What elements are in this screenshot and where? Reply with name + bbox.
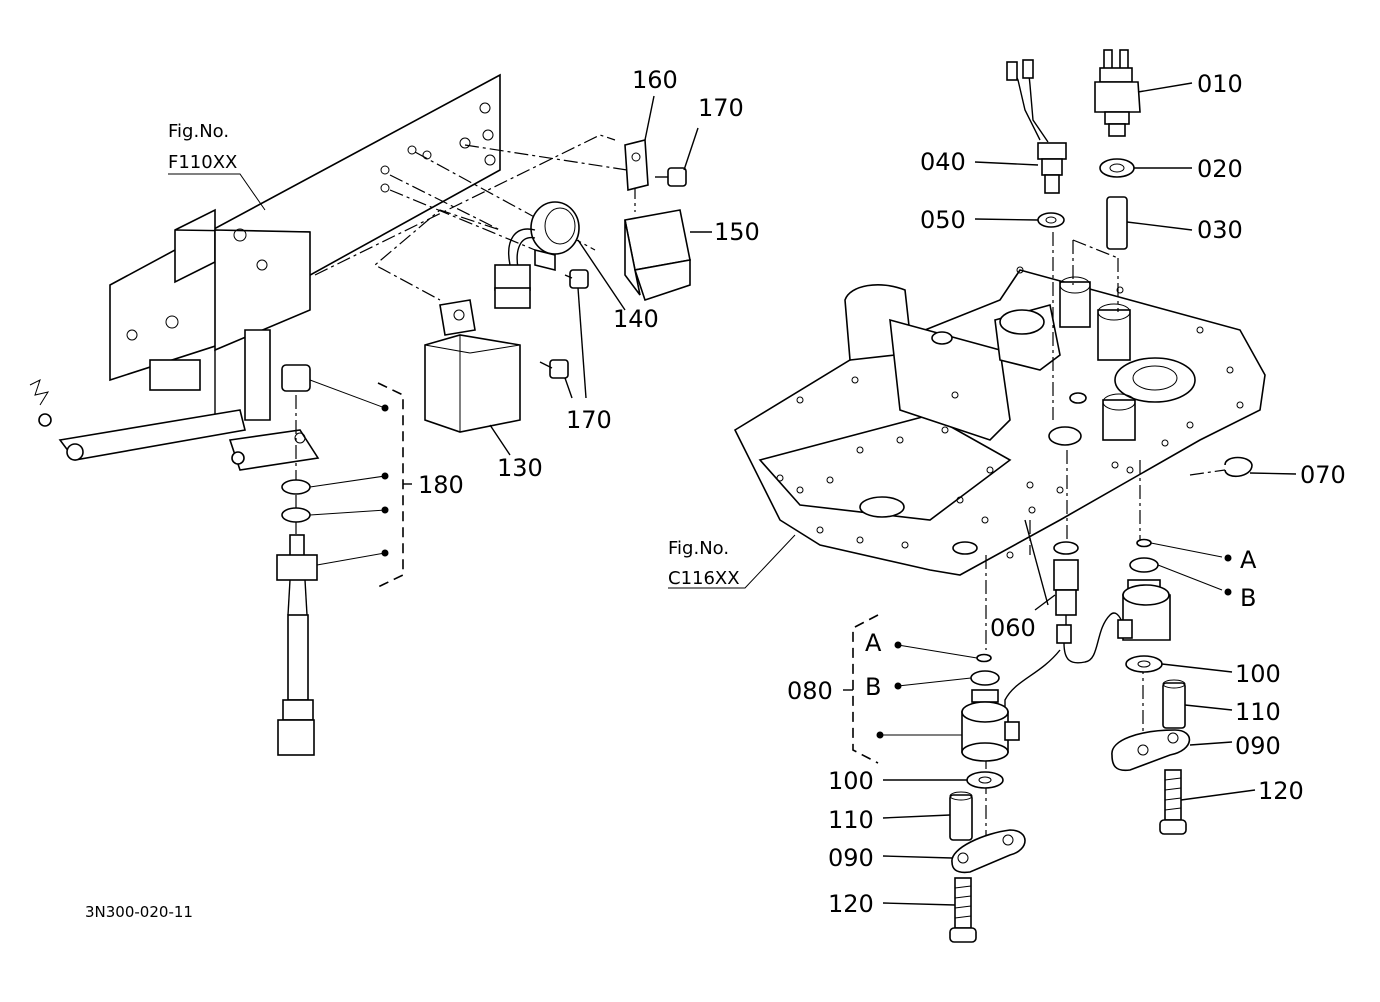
part-120-bolt-left (882, 877, 977, 943)
leader-dot-180-1 (381, 404, 389, 412)
drawing-code: 3N300-020-11 (85, 903, 193, 921)
part-label-180: 180 (418, 471, 464, 499)
part-label-170-bottom: 170 (566, 406, 612, 434)
part-030-sleeve (1106, 196, 1193, 250)
part-080-solenoid-left (880, 644, 1020, 762)
part-100-washer-left (883, 771, 1004, 789)
part-010-pressure-switch (1094, 49, 1193, 137)
part-label-100-left: 100 (828, 767, 874, 795)
part-110-spacer-right (1162, 679, 1233, 729)
fig-ref-left-line2: F110XX (168, 152, 237, 173)
part-label-030: 030 (1197, 216, 1243, 244)
part-label-170-top: 170 (698, 94, 744, 122)
part-label-040: 040 (920, 148, 966, 176)
leader-dot-a-top (1224, 554, 1232, 562)
part-label-050: 050 (920, 206, 966, 234)
part-130-timer-unit (424, 299, 521, 456)
part-040-sensor (974, 59, 1067, 194)
part-080-solenoid-right (1117, 538, 1223, 641)
part-label-070: 070 (1300, 461, 1346, 489)
part-090-plate-left (882, 829, 1026, 874)
part-label-130: 130 (497, 454, 543, 482)
leader-dot-180-2 (381, 472, 389, 480)
part-label-140: 140 (613, 305, 659, 333)
bracket-080 (852, 614, 879, 764)
fig-ref-right-line2: C116XX (668, 568, 740, 589)
leader-dot-180-4 (381, 549, 389, 557)
valve-housing (733, 266, 1266, 576)
leader-dot-a-left (894, 641, 902, 649)
leader-dot-180-3 (381, 506, 389, 514)
part-140-sensor (494, 201, 626, 311)
part-label-080: 080 (787, 677, 833, 705)
fig-ref-right-line1: Fig.No. (668, 538, 729, 559)
part-020-washer (1099, 158, 1192, 178)
ref-label-a-top: A (1240, 546, 1257, 574)
lever-linkage (29, 379, 320, 471)
part-label-150: 150 (714, 218, 760, 246)
part-170-screws (539, 127, 699, 399)
part-180-switch-assembly (276, 364, 386, 756)
part-label-010: 010 (1197, 70, 1243, 98)
part-120-bolt-right (1159, 769, 1256, 835)
leader-dot-b-top (1224, 588, 1232, 596)
part-label-060: 060 (990, 614, 1036, 642)
part-label-110-left: 110 (828, 806, 874, 834)
leader-dot-080-body (876, 731, 884, 739)
part-070-snap-ring (1224, 456, 1297, 478)
part-label-090-left: 090 (828, 844, 874, 872)
leader-fig-left (168, 173, 266, 211)
part-label-020: 020 (1197, 155, 1243, 183)
part-090-plate-right (1111, 729, 1233, 772)
part-label-110-right: 110 (1235, 698, 1281, 726)
part-160-bracket (624, 95, 655, 192)
part-label-120-right: 120 (1258, 777, 1304, 805)
part-label-090-right: 090 (1235, 732, 1281, 760)
part-110-spacer-left (882, 791, 973, 841)
part-150-relay (624, 209, 712, 302)
mounting-bracket (109, 73, 501, 430)
part-label-100-right: 100 (1235, 660, 1281, 688)
leader-fig-right (668, 534, 796, 589)
part-label-120-left: 120 (828, 890, 874, 918)
part-label-160: 160 (632, 66, 678, 94)
bracket-180 (377, 382, 404, 588)
ref-label-b-left: B (865, 673, 881, 701)
fig-ref-left-line1: Fig.No. (168, 121, 229, 142)
part-050-washer (974, 212, 1065, 228)
part-100-washer-right (1125, 655, 1233, 673)
leader-dot-b-left (894, 682, 902, 690)
ref-label-b-top: B (1240, 584, 1256, 612)
part-060-valve (1004, 519, 1124, 720)
ref-label-a-left: A (865, 629, 882, 657)
